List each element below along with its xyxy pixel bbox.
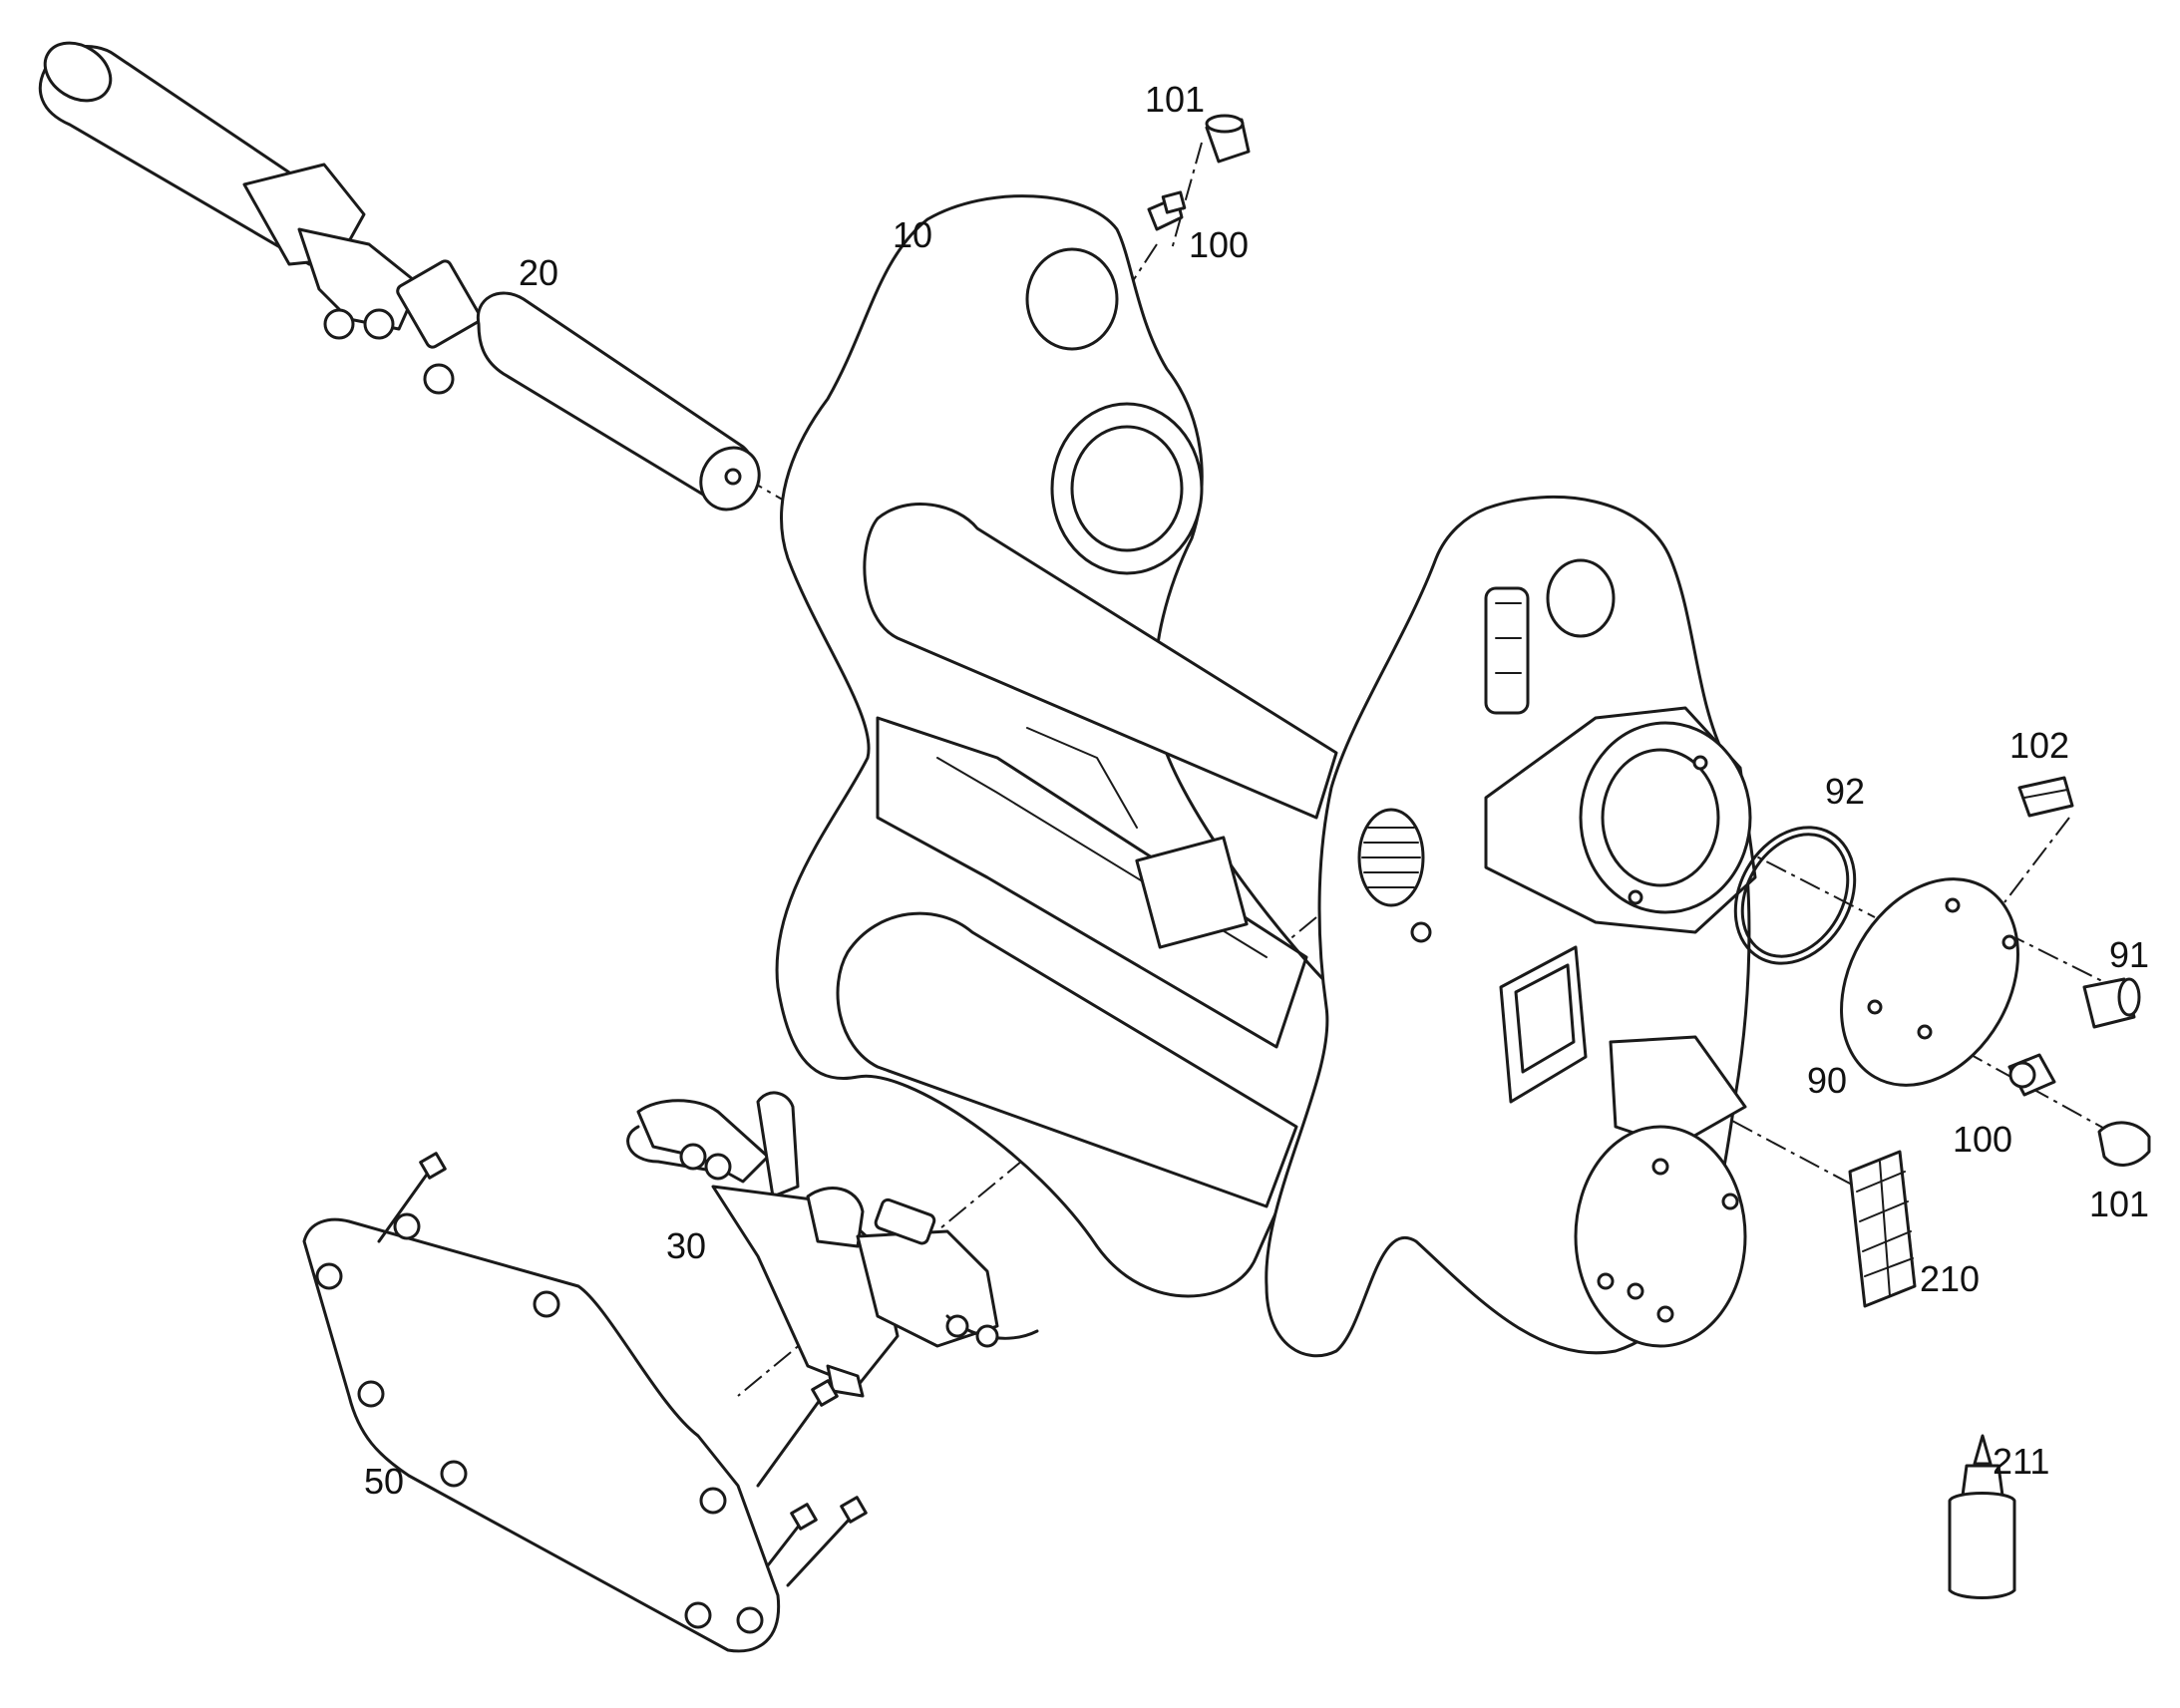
callout-90: 90 [1807, 1060, 1848, 1101]
part-100-fitting-right [2007, 1053, 2056, 1097]
callout-20: 20 [519, 252, 559, 293]
part-10-frame [775, 194, 1757, 1358]
callout-100-right: 100 [1953, 1119, 2013, 1160]
part-101-cap-right [2097, 1121, 2151, 1167]
part-101-cap-top [1205, 114, 1251, 164]
axis-102 [2003, 817, 2070, 903]
part-50-cover-plate [302, 1152, 868, 1653]
axis-100-101-right [1929, 1031, 2120, 1138]
callout-101-top: 101 [1145, 79, 1206, 120]
part-210-label-plate [1848, 1150, 1917, 1308]
part-91-screw [2082, 977, 2141, 1029]
callout-10: 10 [893, 214, 933, 255]
callout-100-top: 100 [1189, 224, 1250, 265]
callout-92: 92 [1825, 771, 1866, 812]
callout-102: 102 [2009, 725, 2070, 766]
callout-101-right: 101 [2089, 1184, 2150, 1224]
callout-30: 30 [666, 1225, 707, 1266]
callout-91: 91 [2109, 934, 2150, 975]
part-90-cover-plate [1840, 877, 2019, 1087]
callout-211: 211 [1993, 1441, 2050, 1482]
callout-210: 210 [1920, 1258, 1981, 1299]
part-211-bottle [1948, 1434, 2016, 1599]
filter-screen-hatching [1361, 827, 1421, 888]
axis-91 [2003, 931, 2105, 983]
axis-101-100-top [1171, 142, 1203, 250]
part-20-accumulator [38, 41, 761, 512]
part-92-o-ring [1733, 826, 1857, 965]
part-30-valve-assembly [626, 1091, 1039, 1398]
callout-50: 50 [364, 1461, 405, 1502]
part-102-plug [2017, 776, 2074, 818]
part-100-fitting-top [1147, 190, 1187, 231]
